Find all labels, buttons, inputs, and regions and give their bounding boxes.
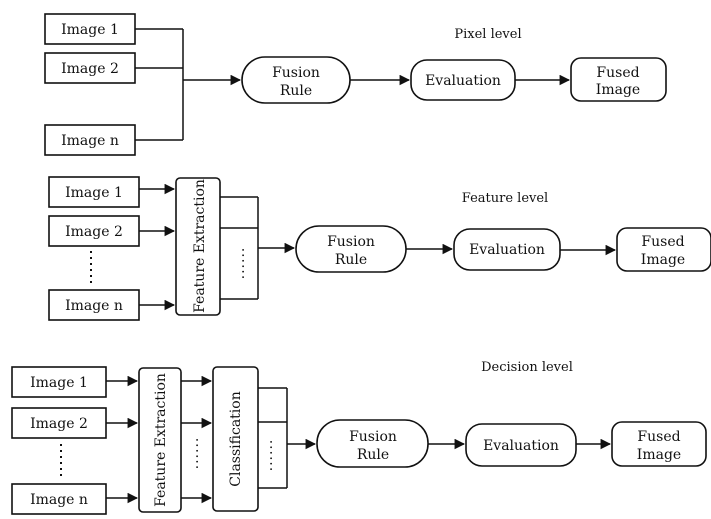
- feature-evaluation: Evaluation: [453, 228, 561, 271]
- feature-input-image-2: Image 2: [48, 215, 140, 247]
- pixel-input-image-1-label: Image 1: [61, 22, 119, 38]
- decision-feature-extraction-label: Feature Extraction: [153, 373, 169, 507]
- pixel-level-section: Pixel level Image 1 Image 2 Image n Fusi…: [44, 13, 667, 156]
- pixel-fused-image-line-1: Fused: [596, 65, 639, 81]
- decision-input-image-n: Image n: [11, 483, 107, 515]
- pixel-input-image-1: Image 1: [44, 13, 136, 45]
- feature-input-image-1-label: Image 1: [65, 185, 123, 201]
- pixel-evaluation-label: Evaluation: [425, 73, 501, 89]
- decision-input-image-1-label: Image 1: [30, 375, 88, 391]
- pixel-input-image-2-label: Image 2: [61, 61, 119, 77]
- pixel-merge-connector: [135, 28, 242, 141]
- decision-input-image-2-label: Image 2: [30, 416, 88, 432]
- pixel-input-image-2: Image 2: [44, 52, 136, 84]
- decision-evaluation: Evaluation: [465, 423, 577, 467]
- feature-fused-image: Fused Image: [616, 227, 711, 272]
- pixel-fused-image-line-2: Image: [596, 82, 640, 98]
- feature-extraction-label: Feature Extraction: [192, 179, 208, 313]
- feature-input-image-2-label: Image 2: [65, 224, 123, 240]
- feature-fusion-rule-line-1: Fusion: [327, 234, 375, 250]
- pixel-fusion-rule-line-1: Fusion: [272, 65, 320, 81]
- decision-features-ellipsis: ......: [186, 437, 202, 470]
- pixel-fusion-rule-line-2: Rule: [280, 83, 312, 99]
- feature-level-section: Feature level Image 1 Image 2 Image n Fe…: [48, 176, 711, 321]
- decision-input-image-n-label: Image n: [30, 492, 88, 508]
- feature-fused-image-line-1: Fused: [641, 234, 684, 250]
- feature-features-ellipsis: ......: [232, 247, 248, 280]
- pixel-fusion-rule: Fusion Rule: [241, 56, 351, 104]
- decision-level-title: Decision level: [481, 360, 573, 375]
- pixel-fused-image: Fused Image: [570, 57, 667, 102]
- feature-fused-image-line-2: Image: [641, 252, 685, 268]
- feature-fusion-rule-line-2: Rule: [335, 252, 367, 268]
- decision-evaluation-label: Evaluation: [483, 438, 559, 454]
- feature-input-image-n: Image n: [48, 289, 140, 321]
- feature-input-image-1: Image 1: [48, 176, 140, 208]
- decision-classification-label: Classification: [228, 391, 244, 486]
- decision-fusion-rule: Fusion Rule: [316, 419, 429, 468]
- decision-fused-image: Fused Image: [611, 421, 707, 467]
- decision-merge-connector: [258, 387, 317, 489]
- decision-input-image-1: Image 1: [11, 366, 107, 398]
- pixel-input-image-n: Image n: [44, 124, 136, 156]
- decision-fusion-rule-line-1: Fusion: [349, 429, 397, 445]
- feature-extraction-box: Feature Extraction: [175, 177, 221, 316]
- decision-feature-extraction-box: Feature Extraction: [138, 367, 182, 513]
- feature-evaluation-label: Evaluation: [469, 242, 545, 258]
- feature-merge-connector: [220, 196, 296, 300]
- pixel-input-image-n-label: Image n: [61, 133, 119, 149]
- decision-input-image-2: Image 2: [11, 407, 107, 439]
- feature-input-image-n-label: Image n: [65, 298, 123, 314]
- feature-fusion-rule: Fusion Rule: [295, 225, 407, 273]
- pixel-evaluation: Evaluation: [410, 59, 516, 101]
- decision-level-section: Decision level Image 1 Image 2 Image n F…: [11, 360, 707, 515]
- decision-classes-ellipsis: ......: [260, 439, 276, 472]
- decision-fusion-rule-line-2: Rule: [357, 447, 389, 463]
- pixel-level-title: Pixel level: [454, 27, 521, 42]
- decision-fused-image-line-1: Fused: [637, 429, 680, 445]
- decision-fused-image-line-2: Image: [637, 447, 681, 463]
- decision-classification-box: Classification: [212, 366, 259, 512]
- feature-level-title: Feature level: [462, 191, 548, 206]
